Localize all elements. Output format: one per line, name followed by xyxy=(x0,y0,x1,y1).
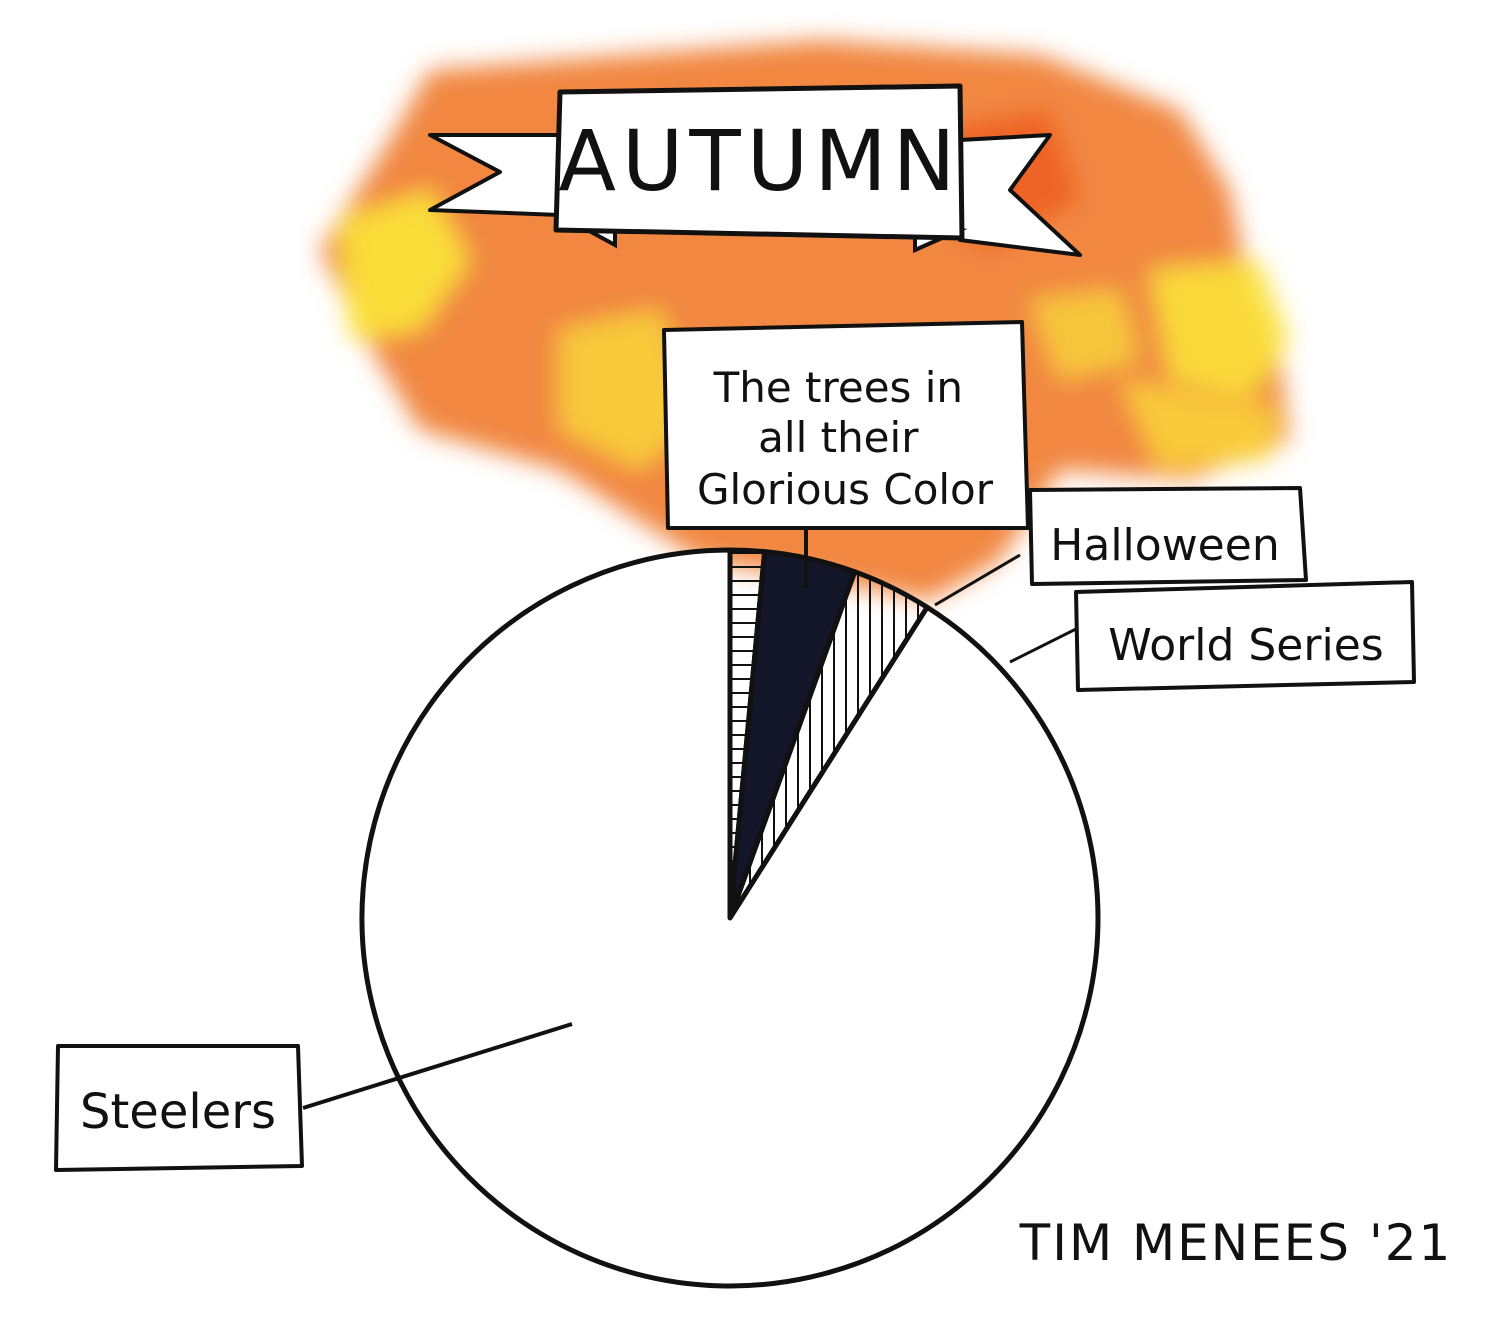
label-world-series: World Series xyxy=(1108,620,1383,671)
pie-slice-steelers xyxy=(359,547,1101,1289)
callout-trees: The trees in all their Glorious Color xyxy=(662,320,1030,588)
artist-signature: TIM MENEES '21 xyxy=(1019,1214,1453,1272)
label-steelers: Steelers xyxy=(80,1084,276,1140)
chart-title: AUTUMN xyxy=(558,112,961,210)
label-trees-line-1: The trees in xyxy=(713,363,963,412)
title-banner: AUTUMN xyxy=(428,83,1082,257)
pie-chart xyxy=(359,547,1101,1289)
leader-line-halloween xyxy=(934,553,1021,607)
callout-world-series: World Series xyxy=(1009,580,1416,692)
callout-halloween: Halloween xyxy=(934,486,1308,607)
callout-steelers: Steelers xyxy=(54,1022,573,1172)
label-trees-line-2: all their xyxy=(758,413,919,462)
label-halloween: Halloween xyxy=(1050,520,1279,571)
leader-line-steelers xyxy=(302,1022,573,1110)
svg-text:The trees in all their: The trees in all their Glorious Color xyxy=(697,363,994,514)
label-trees-line-3: Glorious Color xyxy=(697,465,994,514)
leader-line-world-series xyxy=(1009,626,1079,664)
